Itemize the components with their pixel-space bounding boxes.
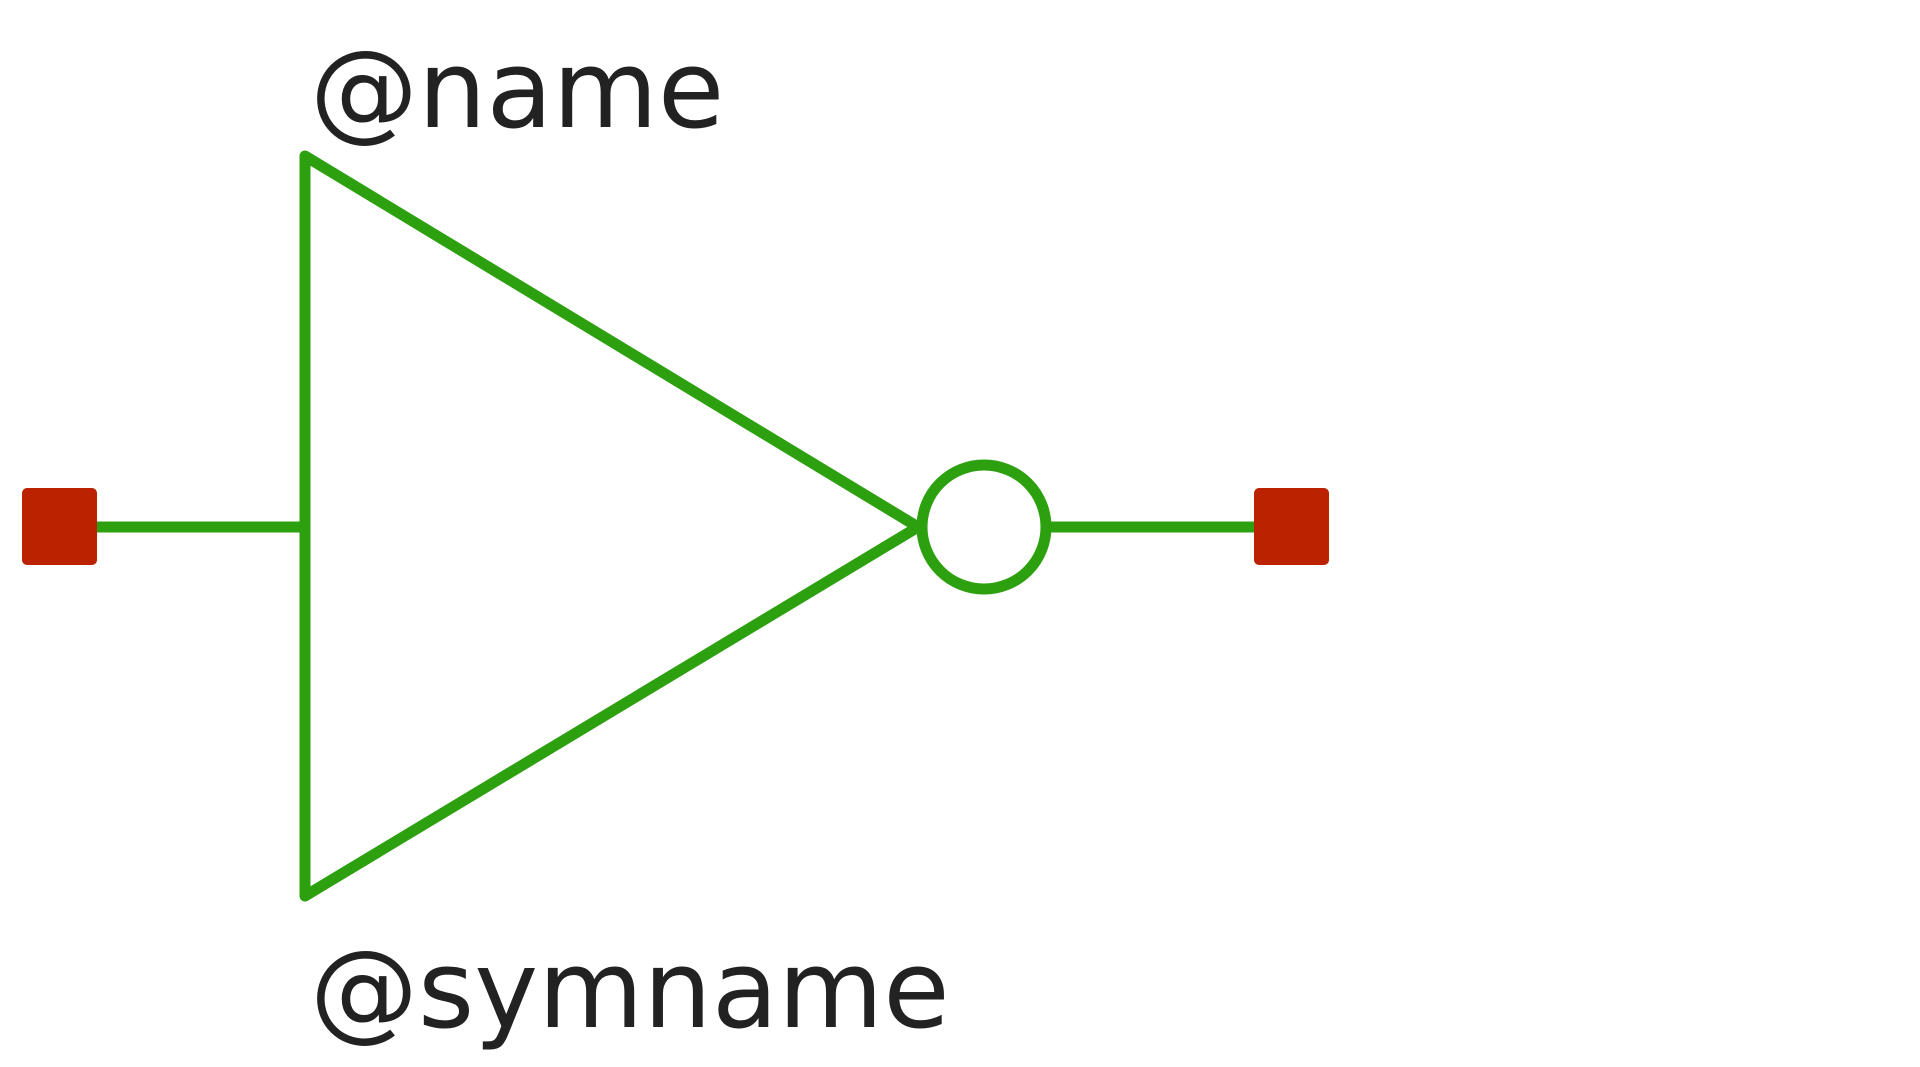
- inverter-triangle[interactable]: [299, 150, 924, 902]
- inversion-bubble: [916, 459, 1052, 595]
- name-label: @name: [310, 28, 724, 153]
- output-pin[interactable]: [1254, 488, 1329, 565]
- symname-label: @symname: [310, 928, 950, 1053]
- input-pin[interactable]: [22, 488, 97, 565]
